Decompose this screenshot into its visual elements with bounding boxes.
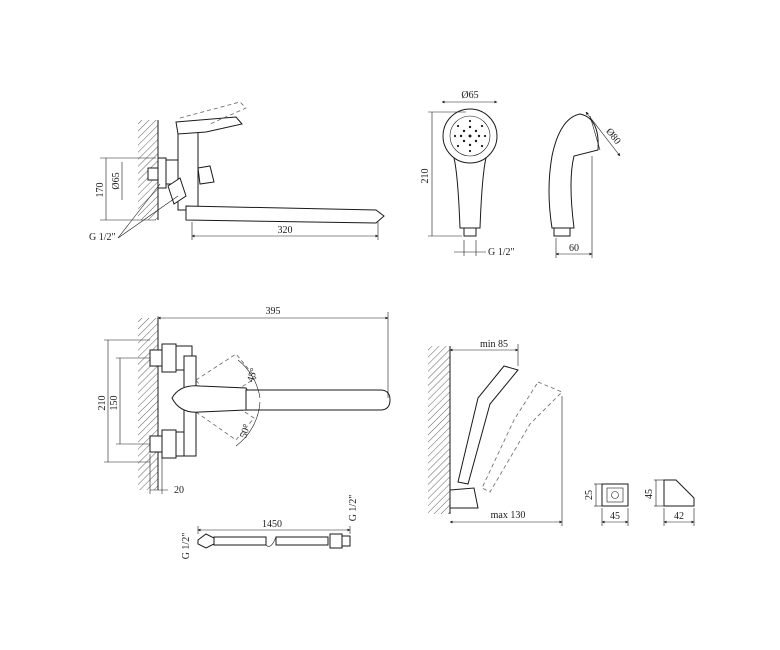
dim-170: 170 (95, 183, 106, 198)
shower-thread (463, 227, 477, 237)
faucet-lever (175, 116, 243, 135)
dim-min85: min 85 (480, 339, 508, 350)
faucet-spout (185, 205, 385, 224)
holder-front (601, 483, 629, 507)
dim-25: 25 (584, 490, 595, 500)
shower-handle (453, 157, 487, 229)
dim-1450: 1450 (262, 519, 282, 530)
dim-210-head: 210 (420, 169, 431, 184)
dim-45-b: 45 (644, 489, 655, 499)
wall-hatch-holder (428, 346, 450, 514)
dim-60: 60 (569, 243, 579, 254)
label-g12-hose-left: G 1/2" (181, 533, 192, 560)
dim-395: 395 (266, 306, 281, 317)
dim-max130: max 130 (491, 510, 526, 521)
faucet-spout-front (245, 389, 391, 411)
dim-phi80: Ø80 (603, 126, 622, 146)
dim-210-front: 210 (97, 396, 108, 411)
dim-20: 20 (174, 485, 184, 496)
shower-head-outer (442, 108, 498, 164)
shower-nozzles (453, 119, 487, 153)
hose-left-segment (213, 536, 267, 546)
dim-phi65-head: Ø65 (461, 90, 478, 101)
dim-phi65-left: Ø65 (111, 172, 122, 189)
dim-150: 150 (109, 396, 120, 411)
shower-side-body (548, 113, 599, 229)
shower-head-side-view: Ø80 60 (548, 111, 623, 258)
faucet-handle-front (171, 385, 253, 413)
faucet-top-view: 45° 50° 395 210 150 20 (97, 306, 391, 496)
angle-45: 45° (245, 367, 260, 384)
label-g12-head: G 1/2" (488, 247, 515, 258)
label-g12-side: G 1/2" (89, 232, 116, 243)
label-g12-hose-right: G 1/2" (348, 495, 359, 522)
holder-bracket (449, 487, 479, 509)
wall-hatch-front (138, 318, 158, 490)
dim-45-a: 45 (610, 511, 620, 522)
dim-42: 42 (674, 511, 684, 522)
angle-50: 50° (238, 423, 253, 440)
faucet-side-view: 170 Ø65 G 1/2" 320 (89, 101, 385, 243)
shower-in-holder (457, 365, 519, 485)
shower-hose: 1450 G 1/2" G 1/2" (181, 495, 359, 560)
wall-holder-view: min 85 max 130 (428, 339, 563, 526)
dim-320: 320 (278, 225, 293, 236)
shower-head-front-view: 210 Ø65 G 1/2" (420, 90, 515, 258)
holder-side (663, 479, 695, 507)
holder-detail-views: 25 45 45 42 (584, 479, 695, 526)
eccentric-fitting (147, 167, 159, 181)
hose-right-segment (275, 536, 329, 546)
